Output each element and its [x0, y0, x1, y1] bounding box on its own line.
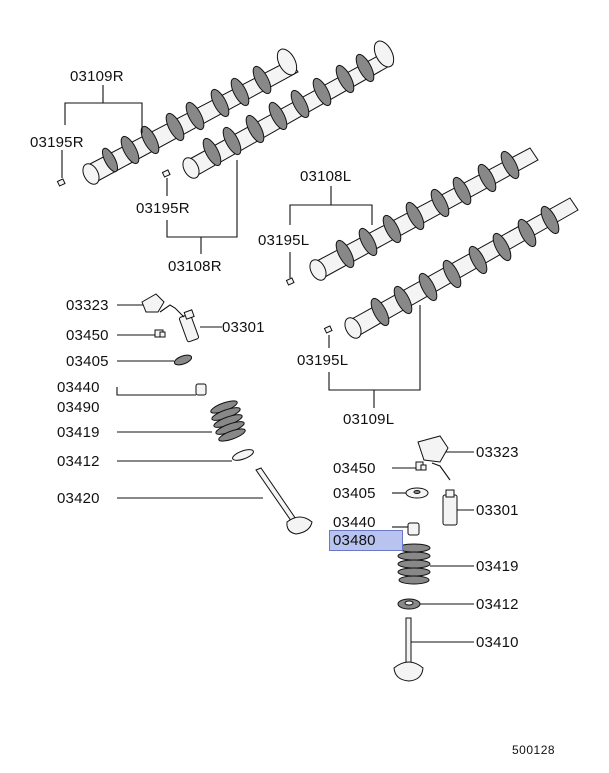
pin-03195l-lower[interactable] — [323, 325, 333, 334]
label-03419-left[interactable]: 03419 — [57, 424, 100, 441]
adjuster-right[interactable] — [442, 489, 458, 526]
figure-number: 500128 — [512, 743, 556, 757]
camshaft-03108l[interactable] — [307, 147, 539, 283]
valve-spring-left[interactable] — [209, 398, 246, 443]
label-03323-right[interactable]: 03323 — [476, 444, 519, 461]
label-03323-left[interactable]: 03323 — [66, 297, 109, 314]
pin-03195r-left[interactable] — [56, 178, 66, 187]
valve-seal-left[interactable] — [195, 383, 207, 396]
label-03109r[interactable]: 03109R — [70, 68, 124, 85]
label-03108r[interactable]: 03108R — [168, 258, 222, 275]
nut-left[interactable] — [154, 329, 166, 338]
camshaft-03109l[interactable] — [342, 197, 579, 341]
label-03419-right[interactable]: 03419 — [476, 558, 519, 575]
spring-seat-left[interactable] — [231, 447, 254, 462]
label-03301-right[interactable]: 03301 — [476, 502, 519, 519]
label-03450-left[interactable]: 03450 — [66, 327, 109, 344]
camshaft-03108r[interactable] — [180, 38, 398, 181]
label-03410[interactable]: 03410 — [476, 634, 519, 651]
rocker-arm-left[interactable] — [141, 293, 165, 313]
label-03440-right[interactable]: 03440 — [333, 514, 376, 531]
label-03195r-left[interactable]: 03195R — [30, 134, 84, 151]
valve-spring-right[interactable] — [397, 543, 431, 585]
spring-seat-right[interactable] — [397, 598, 421, 610]
label-03420[interactable]: 03420 — [57, 490, 100, 507]
label-03195l-lower[interactable]: 03195L — [297, 352, 349, 369]
label-03450-right[interactable]: 03450 — [333, 460, 376, 477]
label-03490-left[interactable]: 03490 — [57, 399, 100, 416]
label-03109l[interactable]: 03109L — [343, 411, 395, 428]
valve-seal-right[interactable] — [407, 522, 420, 536]
label-03195r-mid[interactable]: 03195R — [136, 200, 190, 217]
label-03412-left[interactable]: 03412 — [57, 453, 100, 470]
adjuster-left[interactable] — [178, 309, 200, 343]
label-03301-left[interactable]: 03301 — [222, 319, 265, 336]
pin-03195r-mid[interactable] — [161, 169, 171, 178]
label-03195l-upper[interactable]: 03195L — [258, 232, 310, 249]
label-03108l[interactable]: 03108L — [300, 168, 352, 185]
valve-left[interactable] — [255, 467, 313, 535]
retainer-left[interactable] — [173, 353, 193, 367]
camshaft-03109r[interactable] — [80, 46, 301, 187]
rocker-arm-right[interactable] — [417, 435, 449, 463]
label-03405-right[interactable]: 03405 — [333, 485, 376, 502]
label-03440-left[interactable]: 03440 — [57, 379, 100, 396]
label-03480-selected[interactable]: 03480 — [329, 530, 403, 551]
nut-right[interactable] — [415, 461, 427, 471]
label-03412-right[interactable]: 03412 — [476, 596, 519, 613]
valve-right[interactable] — [393, 617, 424, 682]
pin-03195l-upper[interactable] — [285, 277, 295, 286]
label-03405-left[interactable]: 03405 — [66, 353, 109, 370]
